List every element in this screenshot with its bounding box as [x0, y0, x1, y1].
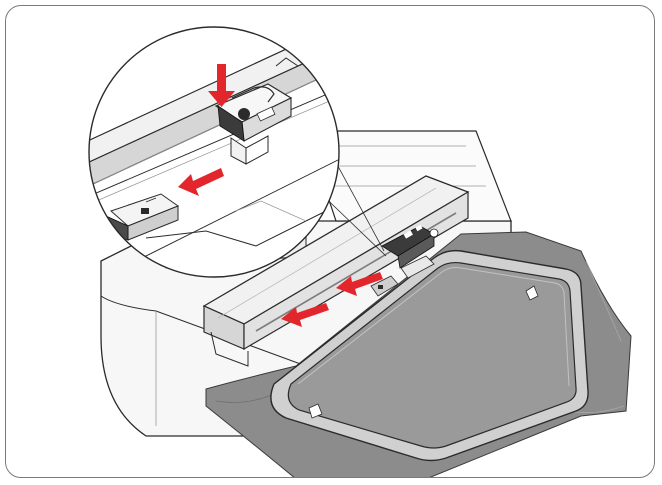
- press-arrow-icon: [208, 64, 235, 107]
- hoop-clamp: [370, 224, 439, 297]
- embroidery-hoop: [270, 249, 589, 462]
- slide-arrow-icon-lower: [281, 303, 329, 327]
- magnified-detail: [88, 26, 340, 278]
- embroidery-module-illustration: [88, 26, 632, 477]
- slide-arrow-icon-detail: [178, 168, 224, 196]
- slide-arrow-icon-upper: [336, 272, 383, 296]
- illustration-frame: [5, 5, 655, 478]
